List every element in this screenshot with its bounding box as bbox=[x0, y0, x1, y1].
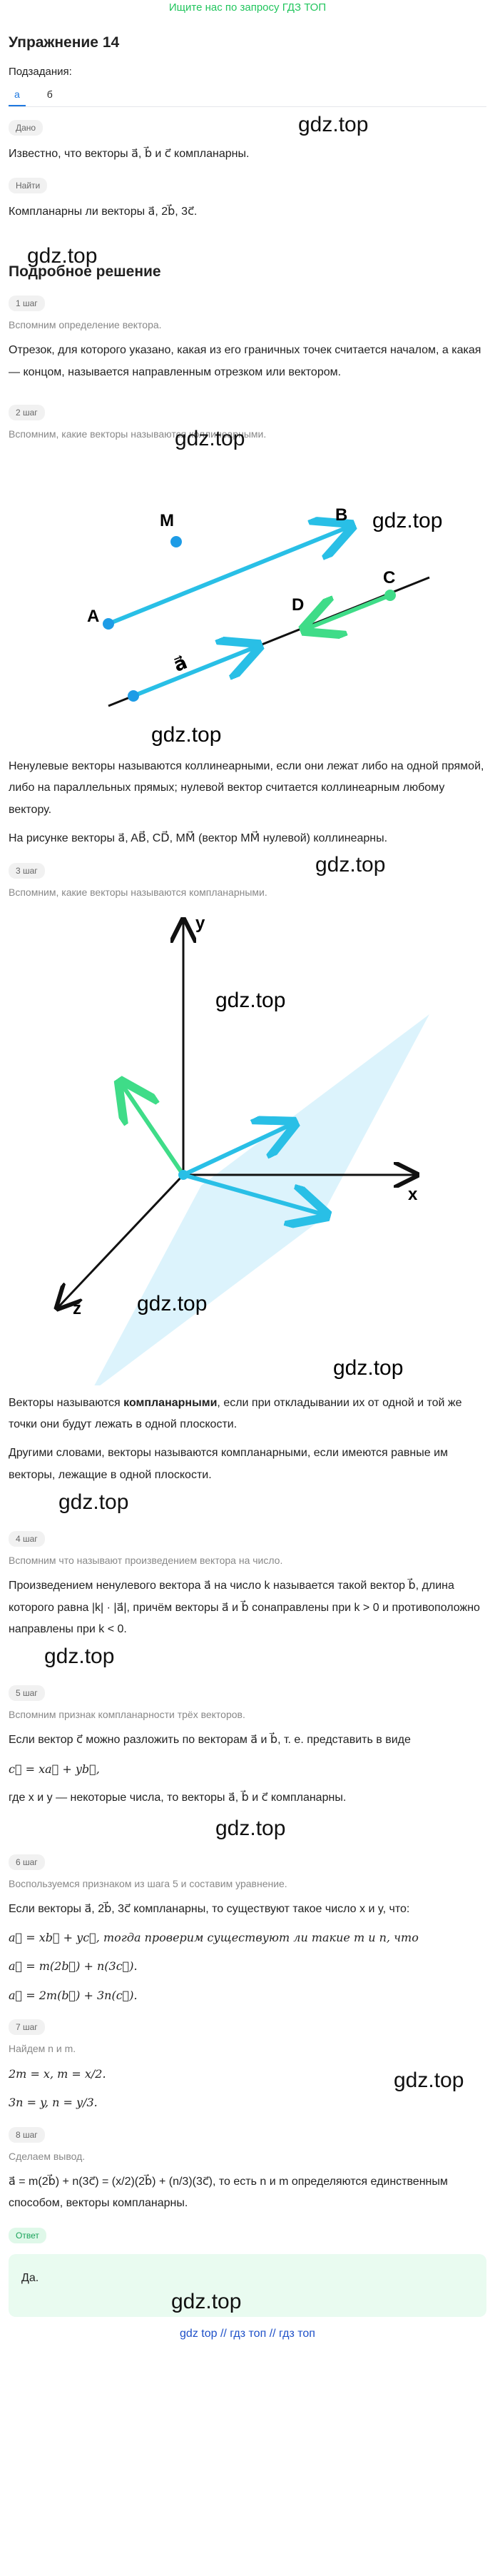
step8-formula: a⃗ = m(2b⃗) + n(3c⃗) = (x/2)(2b⃗) + (n/3… bbox=[9, 2175, 448, 2210]
step6-text: Если векторы a⃗, 2b⃗, 3c⃗ компланарны, т… bbox=[9, 1902, 410, 1915]
step-chip: 5 шаг bbox=[9, 1685, 45, 1702]
label-d: D bbox=[292, 595, 304, 615]
watermark: gdz.top bbox=[44, 1645, 115, 1669]
coplanar-definition: Векторы называются компланарными, если п… bbox=[9, 1393, 486, 1436]
subtask-tabs: а б bbox=[9, 83, 486, 107]
tab-b[interactable]: б bbox=[46, 89, 53, 100]
step-hint: Вспомним, какие векторы называются колли… bbox=[9, 428, 267, 440]
coplanar-bold: компланарными bbox=[123, 1396, 218, 1409]
watermark: gdz.top bbox=[171, 2289, 242, 2313]
step-hint: Вспомним, какие векторы называются компл… bbox=[9, 886, 267, 898]
answer-box: Да. gdz.top bbox=[9, 2253, 486, 2317]
watermark: gdz.top bbox=[315, 852, 386, 877]
collinear-diagram: M B A D C a⃗ gdz.top gdz.top bbox=[87, 505, 442, 747]
collinear-example: На рисунке векторы a⃗, AB⃗, CD⃗, MM⃗ (ве… bbox=[9, 832, 388, 845]
coplanar-diagram: y x z gdz.top gdz.top gdz.top bbox=[9, 914, 429, 1393]
label-a: A bbox=[87, 607, 99, 626]
step-hint: Вспомним что называют произведением вект… bbox=[9, 1555, 283, 1567]
watermark: gdz.top bbox=[333, 1356, 403, 1380]
step6-formula-1: a⃗ = xb⃗ + yc⃗, тогда проверим существую… bbox=[9, 1930, 419, 1944]
watermark: gdz.top bbox=[27, 244, 98, 268]
step-chip: 1 шаг bbox=[9, 296, 45, 312]
product-definition: Произведением ненулевого вектора a⃗ на ч… bbox=[9, 1580, 480, 1635]
watermark: gdz.top bbox=[58, 1490, 129, 1515]
criterion-text: Если вектор c⃗ можно разложить по вектор… bbox=[9, 1734, 411, 1747]
step-hint: Вспомним определение вектора. bbox=[9, 319, 162, 331]
vector-2 bbox=[182, 1125, 290, 1177]
point-a-vec bbox=[128, 690, 139, 702]
vector-3 bbox=[183, 1172, 322, 1214]
criterion-text-2: где x и y — некоторые числа, то векторы … bbox=[9, 1792, 347, 1804]
label-y: y bbox=[195, 914, 205, 933]
watermark: gdz.top bbox=[372, 509, 442, 532]
footer-links[interactable]: gdz top // гдз топ // гдз топ bbox=[180, 2327, 315, 2340]
page-title: Упражнение 14 bbox=[9, 34, 120, 51]
given-chip: Дано bbox=[9, 120, 44, 136]
step-chip: 3 шаг bbox=[9, 862, 45, 879]
step-chip: 4 шаг bbox=[9, 1531, 45, 1547]
step7-formula-1: 2m = x, m = x/2. bbox=[9, 2067, 106, 2081]
axis-z bbox=[58, 1173, 185, 1307]
answer-chip: Ответ bbox=[9, 2227, 46, 2243]
label-x: x bbox=[408, 1185, 418, 1204]
coplanar-text-before: Векторы называются bbox=[9, 1396, 124, 1409]
find-chip: Найти bbox=[9, 178, 48, 194]
watermark: gdz.top bbox=[137, 1292, 207, 1315]
criterion-formula: c⃗ = xa⃗ + yb⃗, bbox=[9, 1762, 100, 1776]
label-z: z bbox=[73, 1299, 81, 1318]
point-m bbox=[170, 536, 182, 548]
vector-cd bbox=[308, 593, 392, 628]
content: Упражнение 14 Подзадания: а б gdz.top Да… bbox=[0, 31, 495, 2345]
step-chip: 6 шаг bbox=[9, 1854, 45, 1870]
watermark: gdz.top bbox=[215, 989, 285, 1012]
step-chip: 7 шаг bbox=[9, 2019, 45, 2036]
coplanar-figure: y x z gdz.top gdz.top gdz.top gdz.top bbox=[9, 853, 486, 1393]
collinear-definition: Ненулевые векторы называются коллинеарны… bbox=[9, 760, 484, 816]
plane bbox=[91, 1014, 429, 1393]
vector-1 bbox=[123, 1086, 185, 1176]
vector-ab bbox=[107, 527, 347, 626]
step-hint: Воспользуемся признаком из шага 5 и сост… bbox=[9, 1877, 287, 1889]
coplanar-definition-2: Другими словами, векторы называются комп… bbox=[9, 1447, 449, 1481]
given-text: Известно, что векторы a⃗, b⃗ и c⃗ компла… bbox=[9, 148, 250, 160]
watermark: gdz.top bbox=[175, 427, 245, 450]
coplanar-text-after: , если при откладывании их от одной и то… bbox=[9, 1396, 462, 1431]
tab-a[interactable]: а bbox=[9, 83, 26, 106]
subtasks-label: Подзадания: bbox=[9, 65, 72, 78]
label-vec-a: a⃗ bbox=[170, 652, 190, 676]
step-chip: 2 шаг bbox=[9, 405, 45, 421]
find-text: Компланарны ли векторы a⃗, 2b⃗, 3c⃗. bbox=[9, 206, 198, 218]
collinear-figure: M B A D C a⃗ gdz.top gdz.top bbox=[9, 442, 486, 749]
origin bbox=[178, 1169, 188, 1180]
watermark: gdz.top bbox=[151, 723, 221, 747]
vector-a bbox=[132, 647, 255, 698]
label-m: M bbox=[160, 511, 174, 530]
watermark: gdz.top bbox=[215, 1816, 286, 1840]
vector-definition: Отрезок, для которого указано, какая из … bbox=[9, 344, 481, 378]
top-banner[interactable]: Ищите нас по запросу ГДЗ ТОП bbox=[168, 1, 327, 14]
step-hint: Найдем n и m. bbox=[9, 2043, 76, 2055]
watermark: gdz.top bbox=[298, 113, 369, 136]
step7-formula-2: 3n = y, n = y/3. bbox=[9, 2096, 98, 2110]
point-c bbox=[384, 590, 396, 602]
label-b: B bbox=[335, 505, 347, 525]
step6-formula-3: a⃗ = 2m(b⃗) + 3n(c⃗). bbox=[9, 1988, 138, 2002]
step-hint: Вспомним признак компланарности трёх век… bbox=[9, 1709, 245, 1721]
answer-text: Да. bbox=[21, 2271, 39, 2284]
label-c: C bbox=[383, 568, 395, 587]
step6-formula-2: a⃗ = m(2b⃗) + n(3c⃗). bbox=[9, 1959, 138, 1974]
step-hint: Сделаем вывод. bbox=[9, 2150, 86, 2162]
solution-title: Подробное решение bbox=[9, 263, 161, 280]
point-a bbox=[103, 618, 114, 630]
step-chip: 8 шаг bbox=[9, 2126, 45, 2143]
